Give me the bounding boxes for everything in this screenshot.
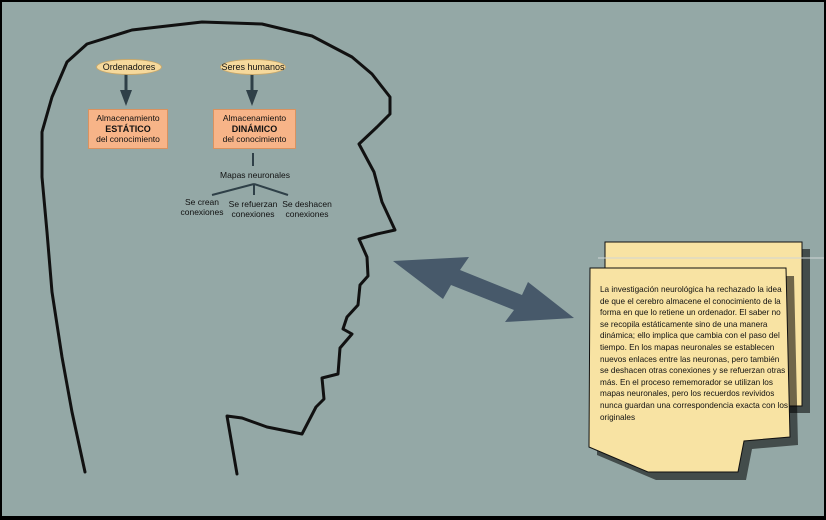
note-front-sheet — [588, 267, 798, 480]
static-storage-box: Almacenamiento ESTÁTICO del conocimiento — [88, 109, 168, 149]
dynamic-storage-box: Almacenamiento DINÁMICO del conocimiento — [213, 109, 296, 149]
branch-label-undo-line1: Se deshacen — [282, 199, 332, 209]
arrow-ordenadores-to-static — [120, 73, 132, 106]
branch-label-strengthen-line2: conexiones — [231, 209, 275, 219]
arrow-humanos-to-dynamic — [246, 73, 258, 106]
seres-humanos-oval: Seres humanos — [220, 59, 286, 75]
neural-maps-label: Mapas neuronales — [220, 170, 290, 180]
branch-label-undo: Se deshacen conexiones — [276, 199, 338, 219]
dynamic-box-line3: del conocimiento — [222, 134, 287, 145]
branch-label-create-line2: conexiones — [180, 207, 224, 217]
ordenadores-oval: Ordenadores — [96, 59, 162, 75]
branch-label-strengthen: Se refuerzan conexiones — [222, 199, 284, 219]
static-box-line1: Almacenamiento — [96, 113, 160, 124]
double-headed-arrow — [393, 257, 574, 322]
neural-map-branches — [211, 183, 289, 196]
branch-label-strengthen-line1: Se refuerzan — [228, 199, 278, 209]
static-box-keyword: ESTÁTICO — [105, 123, 151, 134]
dynamic-box-line1: Almacenamiento — [222, 113, 287, 124]
branch-label-undo-line2: conexiones — [285, 209, 329, 219]
branch-label-create: Se crean conexiones — [172, 197, 232, 217]
note-paragraph: La investigación neurológica ha rechazad… — [600, 285, 788, 422]
dynamic-box-keyword: DINÁMICO — [231, 123, 278, 134]
static-box-line3: del conocimiento — [96, 134, 160, 145]
head-profile-outline — [40, 20, 397, 476]
branch-label-create-line1: Se crean — [184, 197, 220, 207]
